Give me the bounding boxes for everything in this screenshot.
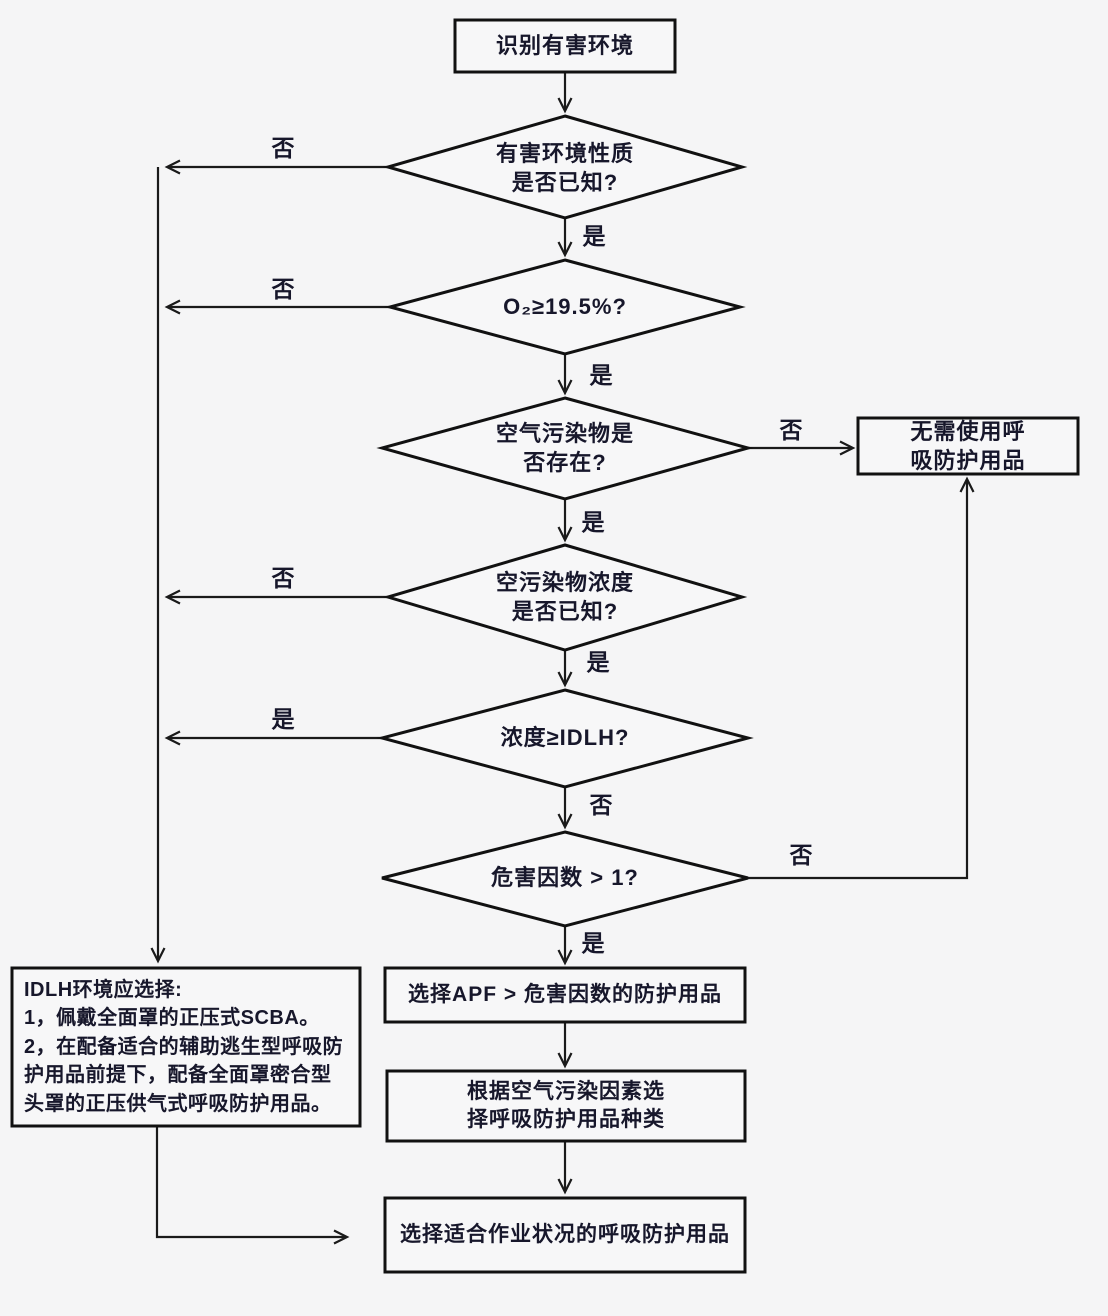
edge-label-yes-pollutant: 是	[581, 509, 605, 535]
no-need-box: 无需使用呼 吸防护用品	[858, 418, 1078, 474]
edge-label-no-hazard: 否	[789, 842, 813, 868]
fit-box: 选择适合作业状况的呼吸防护用品	[385, 1198, 745, 1272]
fit-box-label: 选择适合作业状况的呼吸防护用品	[400, 1223, 730, 1247]
type-box: 根据空气污染因素选 择呼吸防护用品种类	[387, 1071, 745, 1141]
decision-idlh: 浓度≥IDLH?	[420, 723, 710, 753]
apf-box: 选择APF > 危害因数的防护用品	[385, 968, 745, 1022]
edge-label-yes-env-known: 是	[582, 223, 606, 249]
idlh-info-box: IDLH环境应选择: 1，佩戴全面罩的正压式SCBA。 2，在配备适合的辅助逃生…	[12, 968, 360, 1126]
edge-label-no-oxygen: 否	[271, 276, 295, 302]
edge-label-no-idlh: 否	[589, 792, 613, 818]
apf-box-label: 选择APF > 危害因数的防护用品	[408, 983, 722, 1007]
decision-pollutant-exists: 空气污染物是 否存在?	[420, 411, 710, 485]
type-box-line2: 择呼吸防护用品种类	[467, 1108, 665, 1131]
decision-pollutant-line1: 空气污染物是	[495, 420, 634, 446]
decision-oxygen-label: O₂≥19.5%?	[503, 294, 627, 320]
edge-label-yes-idlh: 是	[271, 706, 295, 732]
edge-label-no-env-known: 否	[271, 135, 295, 161]
decision-pollutant-line2: 否存在?	[523, 450, 607, 475]
type-box-line1: 根据空气污染因素选	[467, 1080, 665, 1104]
edge-label-yes-hazard: 是	[581, 930, 605, 956]
decision-oxygen: O₂≥19.5%?	[420, 292, 710, 322]
start-node-label: 识别有害环境	[495, 33, 634, 59]
decision-env-known-line1: 有害环境性质	[495, 140, 634, 166]
edge-label-yes-oxygen: 是	[589, 362, 613, 388]
no-need-line1: 无需使用呼	[910, 418, 1026, 444]
decision-env-known: 有害环境性质 是否已知?	[420, 130, 710, 206]
edge-label-no-pollutant: 否	[779, 417, 803, 443]
idlh-info-line3: 2，在配备适合的辅助逃生型呼吸防护用品前提下，配备全面罩密合型头罩的正压供气式呼…	[24, 1035, 344, 1115]
decision-hazard-factor: 危害因数 > 1?	[420, 863, 710, 893]
decision-concentration-known: 空污染物浓度 是否已知?	[420, 560, 710, 634]
idlh-info-line1: IDLH环境应选择:	[24, 979, 183, 1001]
idlh-info-line2: 1，佩戴全面罩的正压式SCBA。	[24, 1007, 320, 1030]
no-need-line2: 吸防护用品	[910, 448, 1026, 473]
decision-concentration-line2: 是否已知?	[511, 599, 619, 624]
edge-label-no-concentration: 否	[271, 565, 295, 591]
decision-hazard-factor-label: 危害因数 > 1?	[491, 865, 639, 891]
start-node: 识别有害环境	[455, 20, 675, 72]
edge-label-yes-concentration: 是	[586, 649, 610, 675]
decision-concentration-line1: 空污染物浓度	[495, 569, 634, 595]
decision-env-known-line2: 是否已知?	[511, 170, 619, 195]
decision-idlh-label: 浓度≥IDLH?	[500, 725, 630, 751]
